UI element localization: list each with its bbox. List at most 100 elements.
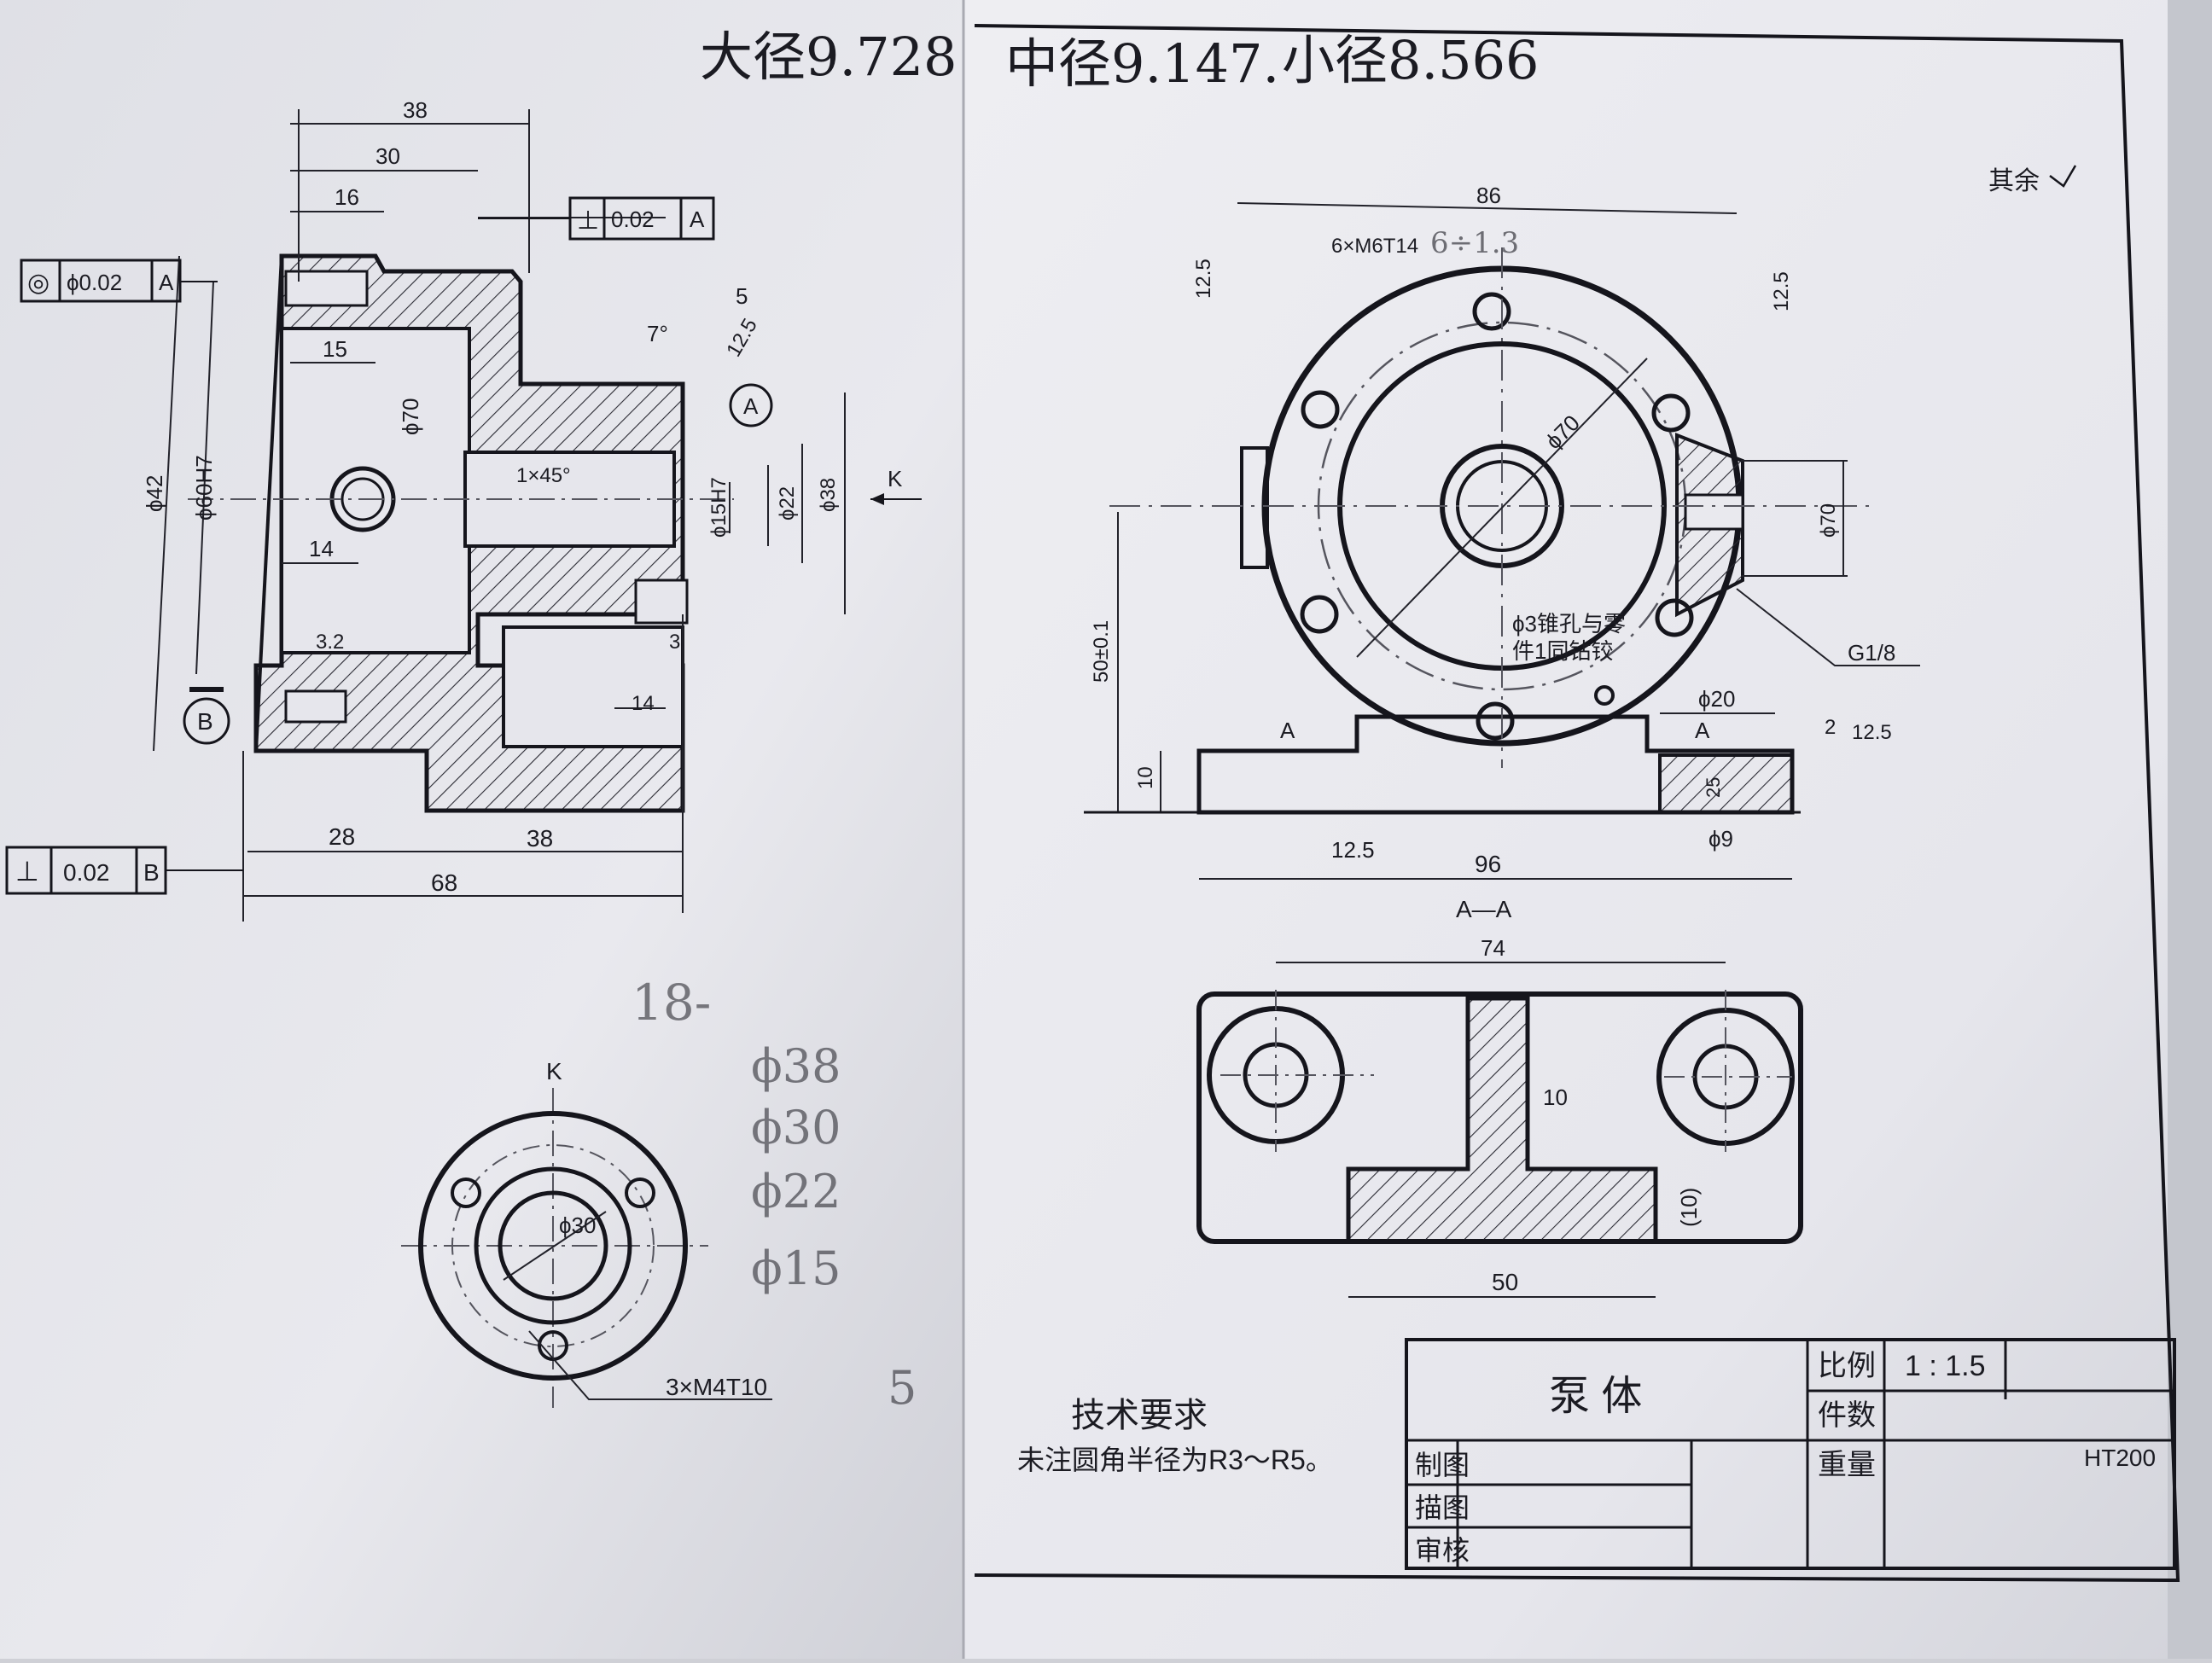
side-pencil-6-13: 6÷1.3 bbox=[1430, 226, 1519, 260]
dim-phi15H7: ϕ15H7 bbox=[707, 477, 731, 538]
side-g18-leader bbox=[1736, 588, 1920, 666]
section-rib-hatch bbox=[1346, 996, 1658, 1244]
side-section-mark-left: A bbox=[1280, 718, 1295, 743]
side-dim-25: 25 bbox=[1703, 777, 1724, 798]
k-view-leader bbox=[528, 1330, 772, 1400]
tech-req-title: 技术要求 bbox=[1071, 1397, 1208, 1434]
title-part-name: 泵 体 bbox=[1549, 1374, 1642, 1419]
gdt-perp-bottom: ⊥ 0.02 B bbox=[5, 846, 167, 895]
side-dowel-hole bbox=[1594, 685, 1615, 706]
pencil-18: 18- bbox=[632, 974, 711, 1032]
side-roughness-base: 12.5 bbox=[1852, 721, 1892, 744]
side-port-bore bbox=[1684, 493, 1744, 531]
side-bolt-hole-2 bbox=[1651, 393, 1691, 433]
k-view-dim-line bbox=[503, 1211, 607, 1281]
dim-68: 68 bbox=[431, 869, 457, 896]
side-bolt-hole-6 bbox=[1301, 390, 1340, 429]
title-scale-label: 比例 bbox=[1818, 1350, 1876, 1382]
dim-roughness-3-2: 3.2 bbox=[316, 631, 344, 654]
sheet-border bbox=[974, 24, 2180, 1583]
title-drawn: 制图 bbox=[1415, 1450, 1470, 1480]
dim-38-top: 38 bbox=[403, 97, 428, 123]
side-roughness-left: 12.5 bbox=[1192, 259, 1215, 299]
pencil-misc: 5 bbox=[888, 1361, 917, 1415]
pencil-phi22: ϕ22 bbox=[751, 1165, 841, 1218]
hw-minor-dia: 小径8.566 bbox=[1282, 29, 1540, 91]
k-view-holes: 3×M4T10 bbox=[666, 1374, 767, 1400]
front-cavity bbox=[280, 327, 471, 654]
side-dim-50: 50±0.1 bbox=[1090, 620, 1113, 683]
side-note-line2: 件1同钻铰 bbox=[1512, 638, 1613, 664]
roughness-symbol bbox=[2049, 165, 2077, 188]
title-scale-value: 1 : 1.5 bbox=[1905, 1350, 1986, 1382]
pencil-phi15: ϕ15 bbox=[751, 1241, 841, 1295]
front-slot bbox=[502, 625, 684, 748]
section-dim-50: 50 bbox=[1492, 1269, 1518, 1295]
side-bolt-hole-4 bbox=[1476, 701, 1515, 741]
k-view: K ϕ30 3×M4T10 bbox=[401, 1058, 772, 1408]
side-dim-10: 10 bbox=[1134, 766, 1157, 789]
hw-pitch-dia: 中径9.147. bbox=[1005, 32, 1279, 95]
gdt-perp-top-symbol: ⊥ bbox=[577, 206, 599, 235]
gdt-coaxiality: ◎ ϕ0.02 A bbox=[20, 259, 182, 303]
side-base-section bbox=[1658, 753, 1794, 814]
view-k-label: K bbox=[888, 466, 903, 491]
side-dim-86-line bbox=[1237, 202, 1738, 214]
dim-14-right: 14 bbox=[632, 692, 655, 715]
side-dim-g18: G1/8 bbox=[1848, 640, 1895, 666]
gdt-perp-top-tol: 0.02 bbox=[611, 206, 655, 232]
datum-a-label: A bbox=[743, 393, 759, 419]
dim-5: 5 bbox=[736, 283, 748, 309]
dim-phi38: ϕ38 bbox=[817, 478, 840, 512]
gdt-perp-bottom-datum: B bbox=[143, 859, 160, 886]
dim-30: 30 bbox=[375, 143, 400, 169]
dim-16: 16 bbox=[335, 184, 359, 210]
dim-phi70: ϕ70 bbox=[398, 398, 423, 435]
side-dim-holes: 6×M6T14 bbox=[1331, 235, 1418, 258]
surface-note: 其余 bbox=[1988, 167, 2040, 195]
title-block-frame bbox=[1405, 1338, 2176, 1570]
front-threaded-hole-bottom bbox=[284, 689, 347, 724]
gdt-coax-symbol: ◎ bbox=[27, 269, 49, 297]
side-dim-2: 2 bbox=[1825, 716, 1836, 739]
side-note-line1: ϕ3锥孔与零 bbox=[1512, 611, 1626, 637]
k-view-dim: ϕ30 bbox=[559, 1212, 596, 1238]
gdt-coax-datum: A bbox=[159, 270, 174, 295]
handwritten-notes: 大径9.728 中径9.147. 小径8.566 bbox=[700, 26, 1540, 95]
gdt-perp-bottom-symbol: ⊥ bbox=[15, 856, 39, 887]
side-dim-phi9: ϕ9 bbox=[1708, 826, 1733, 852]
title-block: 泵 体 比例 1 : 1.5 件数 重量 HT200 制图 描图 审核 bbox=[1405, 1338, 2176, 1570]
k-view-bolt-circle bbox=[451, 1144, 655, 1347]
section-dim-10: 10 bbox=[1543, 1084, 1568, 1110]
title-block-grid bbox=[1406, 1340, 2174, 1568]
front-left-edge bbox=[254, 255, 283, 752]
side-dim-phi20: ϕ20 bbox=[1698, 686, 1735, 712]
pencil-phi30: ϕ30 bbox=[751, 1101, 841, 1154]
gdt-perp-top-datum: A bbox=[690, 206, 705, 232]
side-left-tab bbox=[1240, 446, 1269, 569]
dim-14-left: 14 bbox=[309, 536, 334, 561]
k-view-hole-2 bbox=[625, 1177, 655, 1208]
title-material: HT200 bbox=[2084, 1445, 2156, 1471]
title-qty-label: 件数 bbox=[1818, 1399, 1876, 1432]
hw-major-dia: 大径9.728 bbox=[700, 26, 958, 88]
title-checked: 审核 bbox=[1415, 1535, 1470, 1566]
title-weight-label: 重量 bbox=[1818, 1449, 1876, 1481]
view-k-arrowhead bbox=[870, 493, 884, 505]
gdt-perp-bottom-tol: 0.02 bbox=[63, 859, 110, 886]
title-traced: 描图 bbox=[1415, 1492, 1470, 1523]
k-view-mid bbox=[474, 1166, 632, 1325]
dim-7deg: 7° bbox=[647, 321, 668, 346]
pencil-phi38: ϕ38 bbox=[751, 1039, 841, 1093]
k-view-hole-1 bbox=[451, 1177, 481, 1208]
datum-a-circle bbox=[729, 383, 773, 427]
front-view: 38 30 16 15 14 5 7° 28 38 68 12.5 3.2 ϕ4… bbox=[5, 97, 922, 922]
k-view-label: K bbox=[546, 1058, 562, 1084]
side-roughness-bottom: 12.5 bbox=[1331, 837, 1375, 863]
side-dim-96: 96 bbox=[1475, 851, 1501, 877]
dim-chamfer: 1×45° bbox=[516, 464, 571, 487]
dim-28: 28 bbox=[329, 823, 355, 850]
paper-right bbox=[963, 0, 2212, 1659]
